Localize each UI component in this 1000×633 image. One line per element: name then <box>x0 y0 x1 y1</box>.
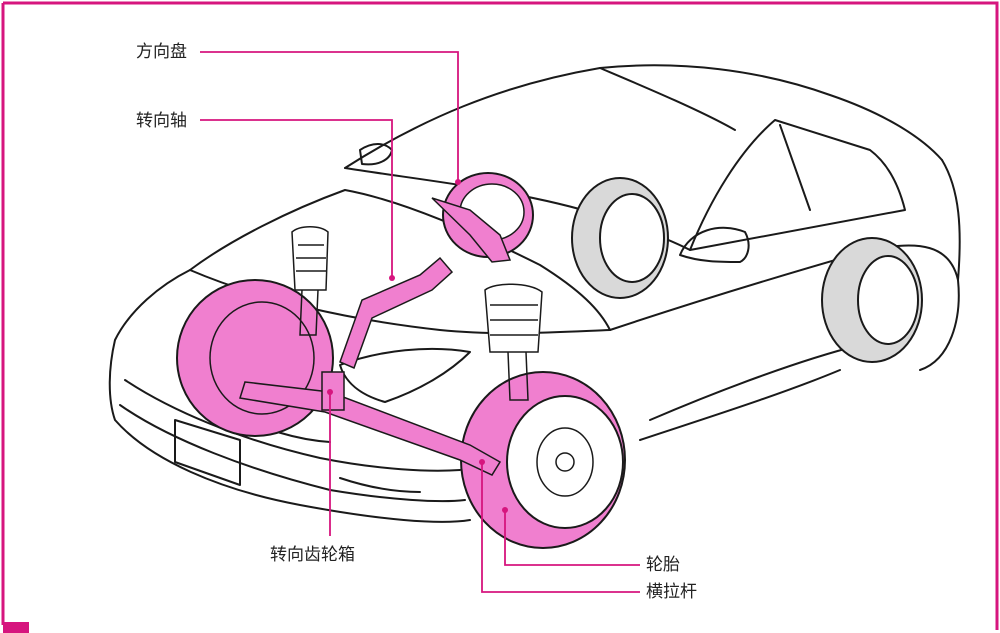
rear-wheel-near <box>821 237 923 363</box>
right-front-tire <box>460 371 626 549</box>
steering-gearbox <box>239 371 502 476</box>
leader-dots <box>327 179 508 513</box>
label-steering-shaft: 转向轴 <box>136 111 187 131</box>
corner-mark <box>3 622 29 633</box>
leader-lines <box>200 51 640 593</box>
label-tire: 轮胎 <box>646 555 680 575</box>
front-strut-left <box>291 226 329 336</box>
steering-wheel <box>431 172 534 263</box>
rear-wheel-far <box>571 177 669 299</box>
left-front-tire <box>176 279 334 437</box>
leader-steering-wheel <box>200 51 459 182</box>
steering-shaft <box>339 256 454 370</box>
leader-tire <box>504 510 640 566</box>
leader-tie-rod <box>481 462 640 593</box>
label-steering-wheel: 方向盘 <box>136 42 187 62</box>
leader-steering-shaft <box>200 119 393 278</box>
front-strut-right <box>484 283 543 401</box>
label-steering-gearbox: 转向齿轮箱 <box>270 545 355 565</box>
label-tie-rod: 横拉杆 <box>646 582 697 602</box>
